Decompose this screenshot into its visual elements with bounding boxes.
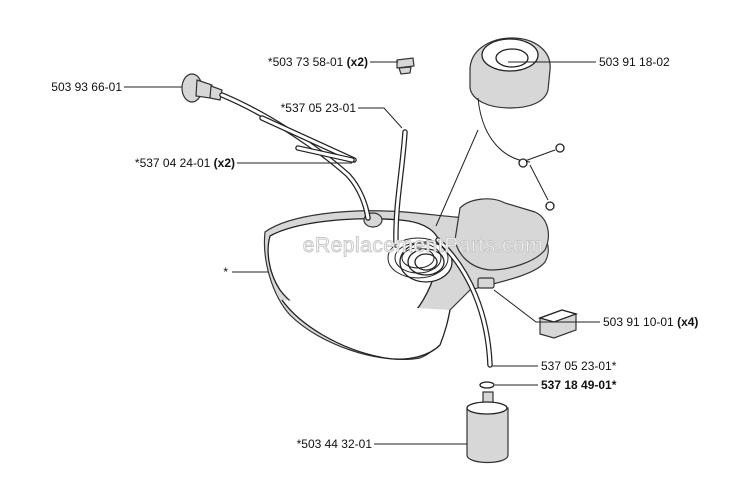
watermark: eReplacementParts.com xyxy=(303,234,543,257)
callout-part-tank: * xyxy=(223,265,228,279)
callout-part-503-91-10-01: 503 91 10-01 (x4) xyxy=(603,315,698,329)
callout-part-503-73-58-01: *503 73 58-01 (x2) xyxy=(268,55,368,69)
fuel-filter xyxy=(466,391,509,464)
callout-part-503-44-32-01: *503 44 32-01 xyxy=(297,437,373,451)
plug xyxy=(396,57,415,75)
callout-part-537-18-49-01: 537 18 49-01* xyxy=(541,378,617,392)
callout-part-537-05-23-01-bottom: 537 05 23-01* xyxy=(541,359,617,373)
fuel-tank xyxy=(263,198,549,360)
cap-strap xyxy=(435,129,479,227)
fuel-hoses xyxy=(219,92,493,368)
rubber-mount xyxy=(537,309,579,339)
fuel-cap xyxy=(469,37,565,211)
o-ring xyxy=(479,381,495,389)
callout-part-537-04-24-01: *537 04 24-01 (x2) xyxy=(135,156,235,170)
callout-part-537-05-23-01-top: *537 05 23-01 xyxy=(281,101,357,115)
callout-part-503-91-18-02: 503 91 18-02 xyxy=(599,55,670,69)
fuel-line-fitting xyxy=(181,73,223,103)
callout-part-503-93-66-01: 503 93 66-01 xyxy=(51,80,122,94)
leader-lines xyxy=(124,61,600,445)
